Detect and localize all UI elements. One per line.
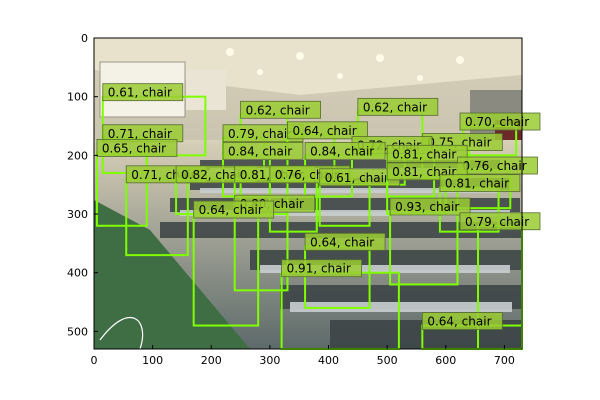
y-tick-label: 0	[81, 32, 88, 45]
x-tick-label: 600	[435, 354, 456, 367]
y-tick-label: 500	[67, 325, 88, 338]
detection: 0.64, chair	[192, 200, 275, 327]
detection-label: 0.62, chair	[246, 103, 310, 117]
x-tick-label: 700	[494, 354, 515, 367]
detection-label-bg	[96, 139, 178, 157]
detection-label-bg	[421, 312, 503, 330]
detection-label: 0.71, chair	[108, 127, 172, 141]
x-tick-label: 0	[91, 354, 98, 367]
detections-layer: 0.61, chair 0.62, chair 0.62, chair 0.70, c…	[95, 83, 541, 351]
detection-label: 0.62, chair	[363, 100, 427, 114]
detection: 0.70, chair	[459, 112, 541, 157]
x-tick-label: 200	[201, 354, 222, 367]
x-tick-label: 300	[259, 354, 280, 367]
detection: 0.79, chair	[221, 124, 304, 180]
y-tick-label: 400	[67, 267, 88, 280]
x-tick-label: 100	[142, 354, 163, 367]
detection-label-bg	[459, 212, 541, 231]
detection: 0.79, chair	[459, 212, 541, 351]
x-axis: 0 100 200 300 400 500 600 700	[91, 345, 515, 367]
detection-label: 0.84, chair	[228, 144, 292, 158]
detection: 0.84, chair	[304, 141, 386, 198]
y-tick-label: 100	[67, 91, 88, 104]
detection: 0.61, chair	[318, 168, 401, 227]
detection: 0.64, chair	[304, 232, 386, 309]
detection-label: 0.93, chair	[395, 200, 459, 214]
detection-label: 0.61, chair	[108, 86, 172, 100]
detection-label-bg	[459, 112, 541, 131]
detection-label-bg	[304, 141, 386, 160]
detection-label: 0.79, chair	[465, 215, 529, 229]
x-tick-label: 500	[377, 354, 398, 367]
detection-label: 0.64, chair	[427, 315, 491, 329]
x-tick-label: 400	[318, 354, 339, 367]
detection-label: 0.64, chair	[292, 124, 356, 138]
detection-label-bg	[193, 200, 275, 219]
detection-label-bg	[357, 97, 439, 116]
detection-label-bg	[281, 259, 363, 278]
axes-frame	[93, 37, 523, 350]
detection: 0.64, chair	[421, 312, 523, 350]
detection: 0.81, chair	[386, 144, 468, 198]
detection-label: 0.79, chair	[228, 127, 292, 141]
detection-label-bg	[386, 144, 468, 163]
photo	[94, 38, 522, 349]
detection: 0.93, chair	[389, 197, 471, 286]
y-tick-label: 200	[67, 149, 88, 162]
detection: 0.64, chair	[286, 121, 368, 180]
detection-label: 0.81, chair	[392, 147, 456, 161]
detection-label: 0.61, chair	[325, 171, 389, 185]
detection-label-bg	[102, 83, 184, 102]
detection-label: 0.91, chair	[287, 262, 351, 276]
detection: 0.62, chair	[239, 100, 321, 157]
detection: 0.65, chair	[95, 139, 178, 227]
detection-label: 0.81, chair	[445, 177, 509, 191]
detection-label-bg	[304, 232, 386, 251]
y-tick-label: 300	[67, 208, 88, 221]
detection-label-bg	[389, 197, 471, 216]
detection-label-bg	[240, 100, 321, 119]
detection-label: 0.82, chair	[181, 168, 245, 182]
detection-label: 0.65, chair	[102, 141, 166, 155]
detection-label-bg	[439, 174, 521, 193]
detection-label-bg	[287, 121, 368, 140]
detection-label: 0.70, chair	[465, 115, 529, 129]
detection-label: 0.64, chair	[199, 203, 263, 217]
detection-label: 0.76, chair	[463, 159, 527, 173]
detection-label: 0.64, chair	[310, 235, 374, 249]
y-axis: 0 100 200 300 400 500	[67, 32, 98, 338]
detection-label-bg	[222, 141, 304, 160]
detection-label: 0.84, chair	[310, 144, 374, 158]
